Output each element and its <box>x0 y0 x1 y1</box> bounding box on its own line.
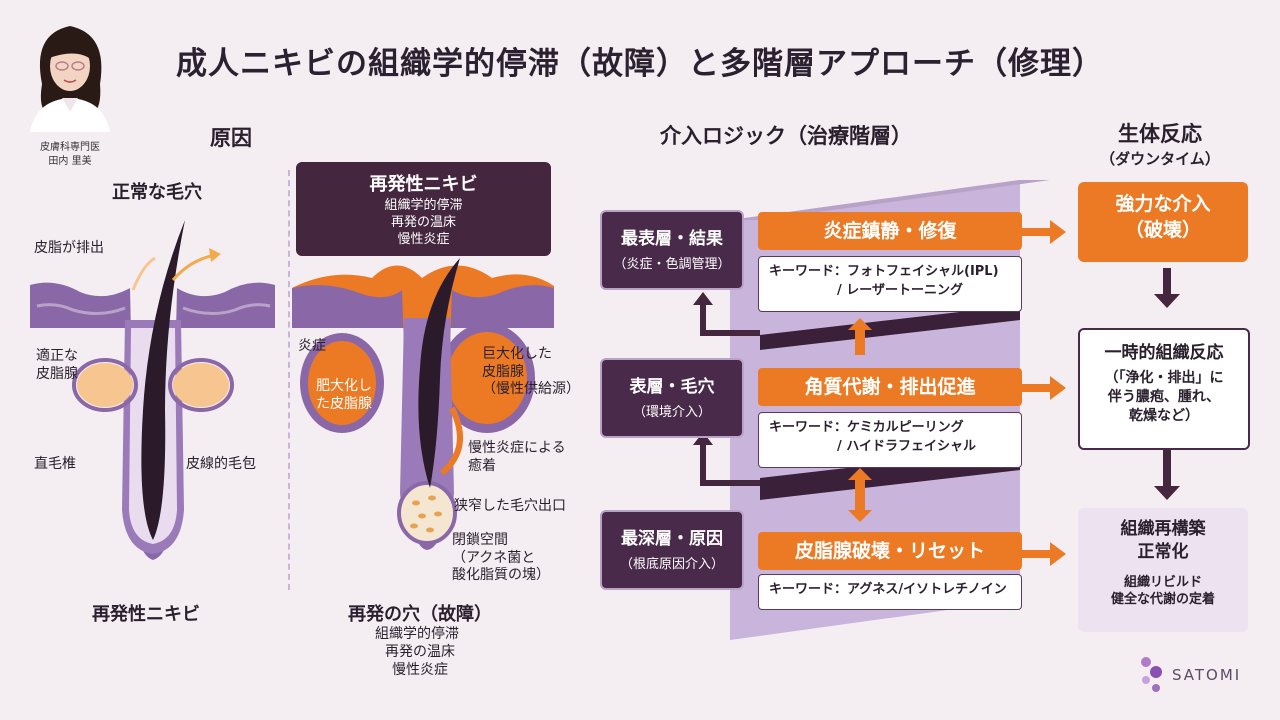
treatment-gland-keywords: キーワード：アグネス/イソトレチノイン <box>758 574 1022 610</box>
recurrent-caption-line-1: 組織学的停滞 <box>375 626 459 642</box>
kw-keratin-1: キーワード：ケミカルピーリング <box>769 420 964 435</box>
treatment-keratin-bar: 角質代謝・排出促進 <box>758 368 1022 406</box>
treatment-gland-bar: 皮脂腺破壊・リセット <box>758 532 1022 570</box>
treatment-inflammation-bar: 炎症鎮静・修復 <box>758 212 1022 250</box>
page-title: 成人ニキビの組織学的停滞（故障）と多階層アプローチ（修理） <box>176 46 1104 82</box>
recurrent-box-title: 再発性ニキビ <box>369 174 478 195</box>
recurrent-caption-line-2: 再発の温床 <box>385 644 455 660</box>
rebuild-text: 組織リビルド 健全な代謝の定着 <box>1110 574 1215 608</box>
rebuild-box: 組織再構築 正常化 組織リビルド 健全な代謝の定着 <box>1078 508 1248 632</box>
section-logic-heading: 介入ロジック（治療階層） <box>660 124 912 148</box>
normal-pore-diagram <box>30 220 275 560</box>
layer-pore-sub: （環境介入） <box>632 405 711 420</box>
recurrent-box-line-2: 再発の温床 <box>390 214 456 230</box>
section-cause-heading: 原因 <box>210 126 252 150</box>
satomi-logo-icon <box>1141 657 1162 692</box>
sebum-out-label: 皮脂が排出 <box>34 240 104 256</box>
section-divider <box>288 170 290 590</box>
doctor-role: 皮膚科専門医 <box>40 142 100 153</box>
layer-deep-title: 最深層・原因 <box>621 529 723 549</box>
layer-surface-sub: （炎症・色調管理） <box>613 257 731 272</box>
layer-box-pore: 表層・毛穴 （環境介入） <box>600 358 744 438</box>
closed-space-label: 閉鎖空間 （アクネ菌と 酸化脂質の塊） <box>452 532 550 583</box>
recurrent-box: 再発性ニキビ 組織学的停滞 再発の温床 慢性炎症 <box>296 162 551 256</box>
doctor-avatar <box>22 14 118 132</box>
layer-pore-title: 表層・毛穴 <box>629 377 715 397</box>
layer-box-surface: 最表層・結果 （炎症・色調管理） <box>600 210 744 290</box>
section-body-heading: 生体反応 <box>1118 122 1202 146</box>
kw-gland-1: キーワード：アグネス/イソトレチノイン <box>769 582 1007 597</box>
treatment-keratin-keywords: キーワード：ケミカルピーリング / ハイドラフェイシャル <box>758 412 1022 468</box>
layer-box-deep: 最深層・原因 （根底原因介入） <box>600 510 744 590</box>
kw-inflammation-1: キーワード：フォトフェイシャル(IPL) <box>769 264 999 279</box>
kw-keratin-2: / ハイドラフェイシャル <box>837 438 977 454</box>
strong-intervention-box: 強力な介入 （破壊） <box>1078 182 1248 262</box>
kw-inflammation-2: / レーザートーニング <box>837 282 964 298</box>
treatment-inflammation-keywords: キーワード：フォトフェイシャル(IPL) / レーザートーニング <box>758 256 1022 312</box>
hypertrophic-gland-label: 肥大化し た皮脂腺 <box>316 378 372 412</box>
layer-surface-title: 最表層・結果 <box>621 229 723 249</box>
recurrent-box-line-3: 慢性炎症 <box>397 231 450 247</box>
layer-deep-sub: （根底原因介入） <box>619 557 724 572</box>
strong-intervention-text: 強力な介入 （破壊） <box>1115 193 1211 241</box>
proper-gland-label: 適正な 皮脂腺 <box>36 348 78 382</box>
normal-caption: 再発性ニキビ <box>92 604 200 625</box>
doctor-name: 田内 里美 <box>48 156 92 167</box>
recurrent-caption-title: 再発の穴（故障） <box>348 604 492 625</box>
narrowed-exit-label: 狭窄した毛穴出口 <box>454 498 566 514</box>
recurrent-pore-diagram <box>292 258 554 550</box>
section-body-subheading: （ダウンタイム） <box>1100 150 1220 168</box>
adhesion-label: 慢性炎症による 癒着 <box>468 440 566 474</box>
recurrent-caption-line-3: 慢性炎症 <box>392 662 448 678</box>
inflammation-label: 炎症 <box>298 338 326 354</box>
normal-pore-title: 正常な毛穴 <box>112 182 202 203</box>
temporary-reaction-box: 一時的組織反応 （「浄化・排出」に 伴う膿疱、腫れ、 乾燥など） <box>1078 328 1250 450</box>
temporary-reaction-title: 一時的組織反応 <box>1104 343 1224 363</box>
recurrent-box-line-1: 組織学的停滞 <box>384 198 463 213</box>
follicle-label: 皮線的毛包 <box>186 456 256 472</box>
temporary-reaction-text: （「浄化・排出」に 伴う膿疱、腫れ、 乾燥など） <box>1104 369 1224 424</box>
hair-shaft-label: 直毛椎 <box>34 456 76 472</box>
brand-name: SATOMI <box>1172 666 1242 684</box>
enlarged-gland-label: 巨大化した 皮脂腺 （慢性供給源） <box>482 346 580 397</box>
rebuild-title: 組織再構築 正常化 <box>1120 519 1206 562</box>
